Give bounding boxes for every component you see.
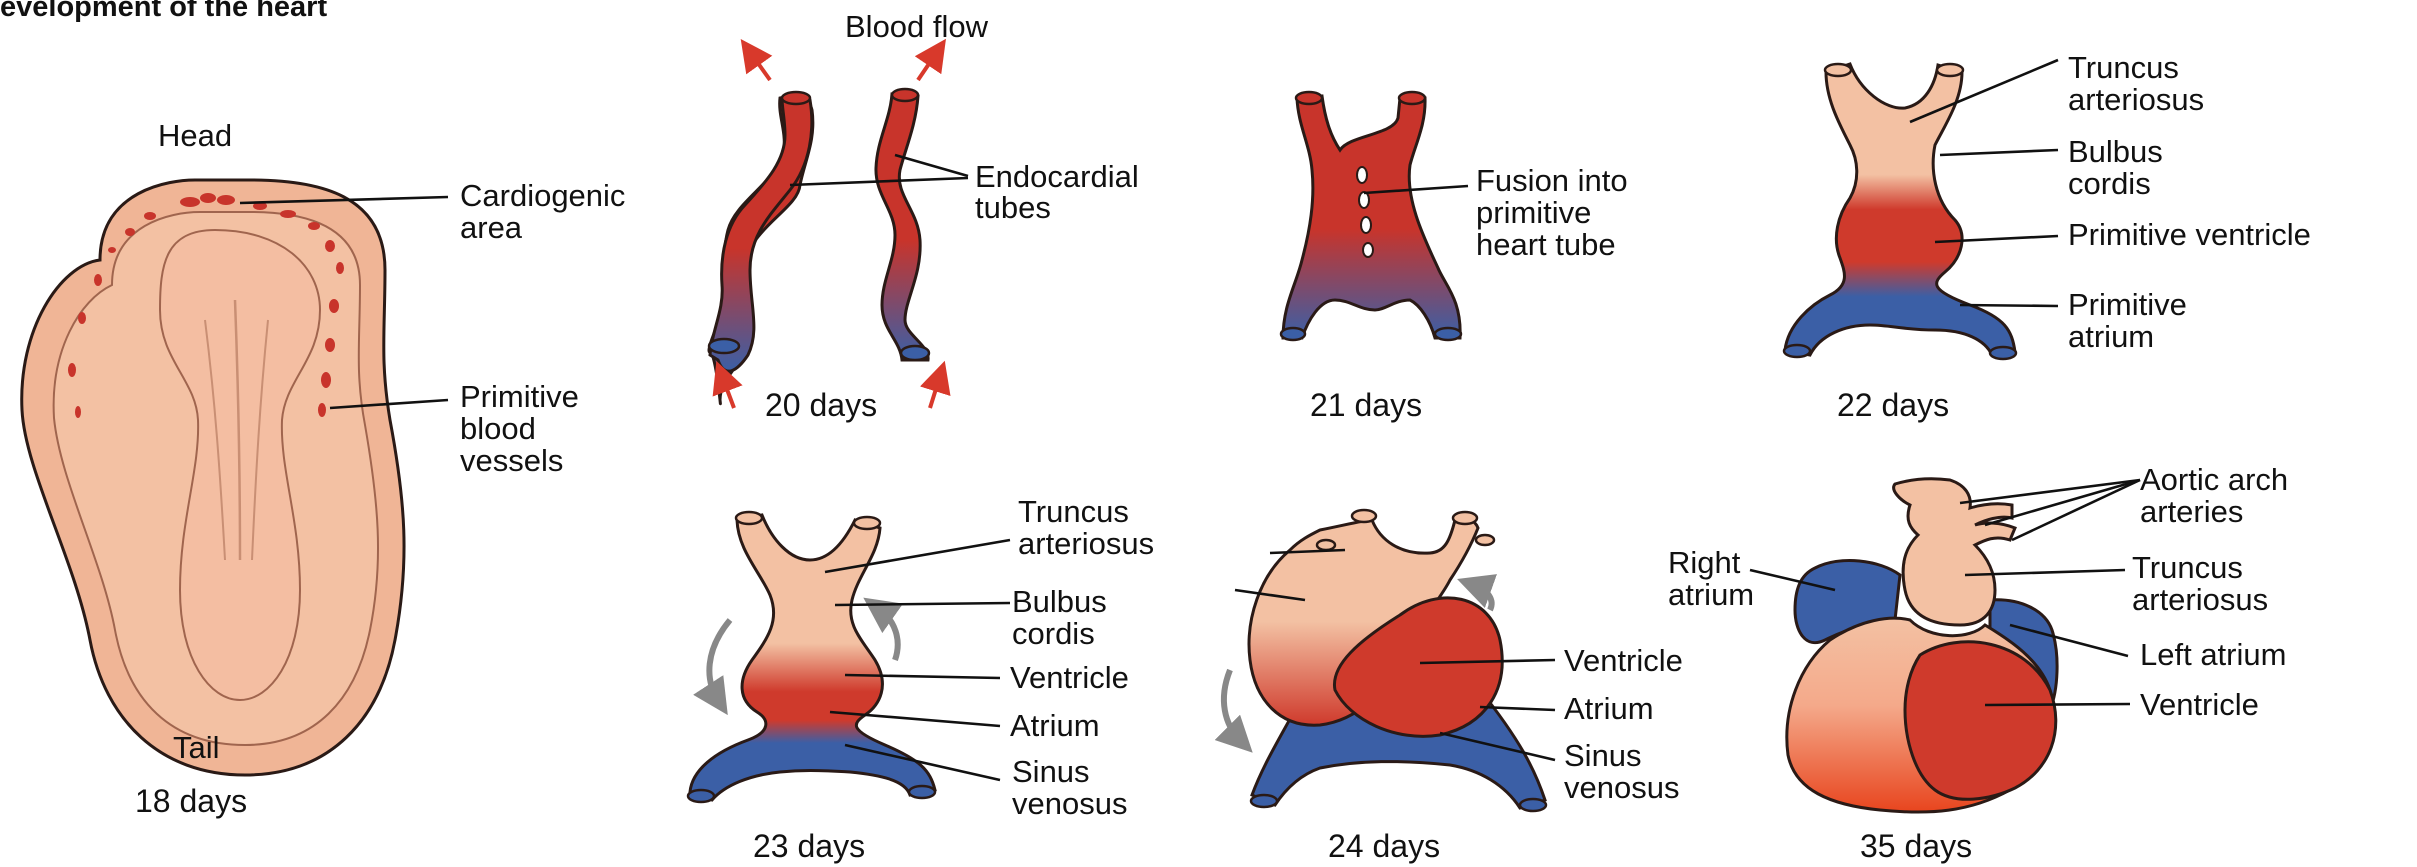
age-18-days: 18 days bbox=[135, 783, 247, 819]
bulbus22-label-2: cordis bbox=[2068, 166, 2151, 201]
bulbus23-leader bbox=[835, 603, 1010, 605]
truncus24-left-branch bbox=[1317, 540, 1335, 550]
truncus23-label-1: Truncus bbox=[1018, 494, 1129, 529]
atrium24-label: Atrium bbox=[1564, 691, 1654, 726]
truncus22-right-end bbox=[1937, 64, 1963, 76]
endocardial-tube-right bbox=[876, 94, 928, 360]
age-20-days: 20 days bbox=[765, 387, 877, 423]
twist-arrow-24-left bbox=[1224, 670, 1240, 740]
sinus23-right-end bbox=[909, 786, 935, 798]
age-23-days: 23 days bbox=[753, 828, 865, 864]
bulbus23-label-2: cordis bbox=[1012, 616, 1095, 651]
figure-title: evelopment of the heart bbox=[0, 0, 327, 23]
ventricle23-label: Ventricle bbox=[1010, 660, 1129, 695]
stage-21-days: Fusion into primitive heart tube 21 days bbox=[1281, 92, 1628, 423]
ventricle24-label: Ventricle bbox=[1564, 643, 1683, 678]
aortic-label-2: arteries bbox=[2140, 494, 2243, 529]
atrium23-label: Atrium bbox=[1010, 708, 1100, 743]
bulbus22-label-1: Bulbus bbox=[2068, 134, 2163, 169]
sinus23-label-2: venosus bbox=[1012, 786, 1127, 821]
vessels-label-3: vessels bbox=[460, 443, 563, 478]
sinus23-label-1: Sinus bbox=[1012, 754, 1090, 789]
truncus24-right-end bbox=[1453, 512, 1477, 524]
atrium22-left-end bbox=[1784, 345, 1810, 357]
truncus22-label-1: Truncus bbox=[2068, 50, 2179, 85]
atrium22-right-end bbox=[1990, 347, 2016, 359]
tube21-left-top bbox=[1296, 92, 1322, 104]
flow-arrow-left-up bbox=[750, 52, 770, 80]
cardiogenic-label-2: area bbox=[460, 210, 523, 245]
primitive-heart-tube bbox=[1283, 96, 1460, 338]
tube21-right-end bbox=[1435, 328, 1461, 340]
age-21-days: 21 days bbox=[1310, 387, 1422, 423]
truncus24-right-branch bbox=[1476, 535, 1494, 545]
fusion-label-1: Fusion into bbox=[1476, 163, 1628, 198]
tube-left-end bbox=[709, 339, 739, 353]
fusion-label-2: primitive bbox=[1476, 195, 1591, 230]
tube-right-top bbox=[892, 89, 918, 101]
twist-arrow-23-right bbox=[878, 608, 898, 660]
flow-arrow-right-in bbox=[930, 376, 940, 408]
ventricle-35 bbox=[1905, 642, 2056, 799]
ventricle22-label: Primitive ventricle bbox=[2068, 217, 2311, 252]
age-22-days: 22 days bbox=[1837, 387, 1949, 423]
age-24-days: 24 days bbox=[1328, 828, 1440, 864]
stage-22-days: Truncus arteriosus Bulbus cordis Primiti… bbox=[1784, 50, 2311, 423]
sinus24-right-end bbox=[1520, 799, 1546, 811]
bulbus22-leader bbox=[1940, 150, 2058, 155]
tube-right-end bbox=[901, 346, 929, 360]
twist-arrow-23-left bbox=[709, 620, 730, 700]
ventricle35-label: Ventricle bbox=[2140, 687, 2259, 722]
stage-20-days: Blood flow Endocardial tubes 20 days bbox=[709, 9, 1139, 423]
left-atrium-label: Left atrium bbox=[2140, 637, 2286, 672]
aortic-label-1: Aortic arch bbox=[2140, 462, 2288, 497]
ventricle35-leader bbox=[1985, 704, 2130, 705]
endocardial-label-1: Endocardial bbox=[975, 159, 1139, 194]
atrium22-label-2: atrium bbox=[2068, 319, 2154, 354]
bulbus23-label-1: Bulbus bbox=[1012, 584, 1107, 619]
age-35-days: 35 days bbox=[1860, 828, 1972, 864]
heart-tube-22 bbox=[1785, 64, 2015, 355]
flow-arrow-left-in bbox=[722, 376, 734, 408]
blood-flow-label: Blood flow bbox=[845, 9, 989, 44]
truncus35-label-2: arteriosus bbox=[2132, 582, 2268, 617]
sinus24-left-end bbox=[1251, 795, 1277, 807]
truncus22-left-end bbox=[1825, 64, 1851, 76]
tube21-right-top bbox=[1399, 92, 1425, 104]
truncus23-label-2: arteriosus bbox=[1018, 526, 1154, 561]
atrium22-label-1: Primitive bbox=[2068, 287, 2187, 322]
truncus35-label-1: Truncus bbox=[2132, 550, 2243, 585]
sinus24-label-2: venosus bbox=[1564, 770, 1679, 805]
stage-24-days: Ventricle Atrium Sinus venosus 24 days bbox=[1224, 510, 1683, 864]
right-atrium-label-1: Right bbox=[1668, 545, 1741, 580]
flow-arrow-right-up bbox=[918, 52, 937, 80]
stage-23-days: Truncus arteriosus Bulbus cordis Ventric… bbox=[688, 494, 1154, 864]
truncus23-left-end bbox=[736, 512, 762, 524]
fusion-label-3: heart tube bbox=[1476, 227, 1616, 262]
atrium22-leader bbox=[1960, 305, 2058, 306]
stage-35-days: Aortic arch arteries Right atrium Truncu… bbox=[1668, 462, 2288, 864]
tube21-left-end bbox=[1281, 328, 1305, 340]
vessels-label-2: blood bbox=[460, 411, 536, 446]
head-label: Head bbox=[158, 118, 232, 153]
endocardial-label-2: tubes bbox=[975, 190, 1051, 225]
tube-left-top bbox=[782, 92, 810, 104]
right-atrium-label-2: atrium bbox=[1668, 577, 1754, 612]
vessels-label-1: Primitive bbox=[460, 379, 579, 414]
sinus24-label-1: Sinus bbox=[1564, 738, 1642, 773]
truncus23-right-end bbox=[854, 517, 880, 529]
embryo-18-days: Head Tail 18 days Cardiogenic area Primi… bbox=[22, 118, 626, 819]
truncus24-left-end bbox=[1352, 510, 1376, 522]
sinus23-left-end bbox=[688, 790, 714, 802]
endocardial-leader-right bbox=[895, 155, 968, 176]
cardiogenic-label-1: Cardiogenic bbox=[460, 178, 625, 213]
truncus22-label-2: arteriosus bbox=[2068, 82, 2204, 117]
tail-label: Tail bbox=[173, 730, 220, 765]
aortic-leader-2 bbox=[1985, 480, 2140, 525]
